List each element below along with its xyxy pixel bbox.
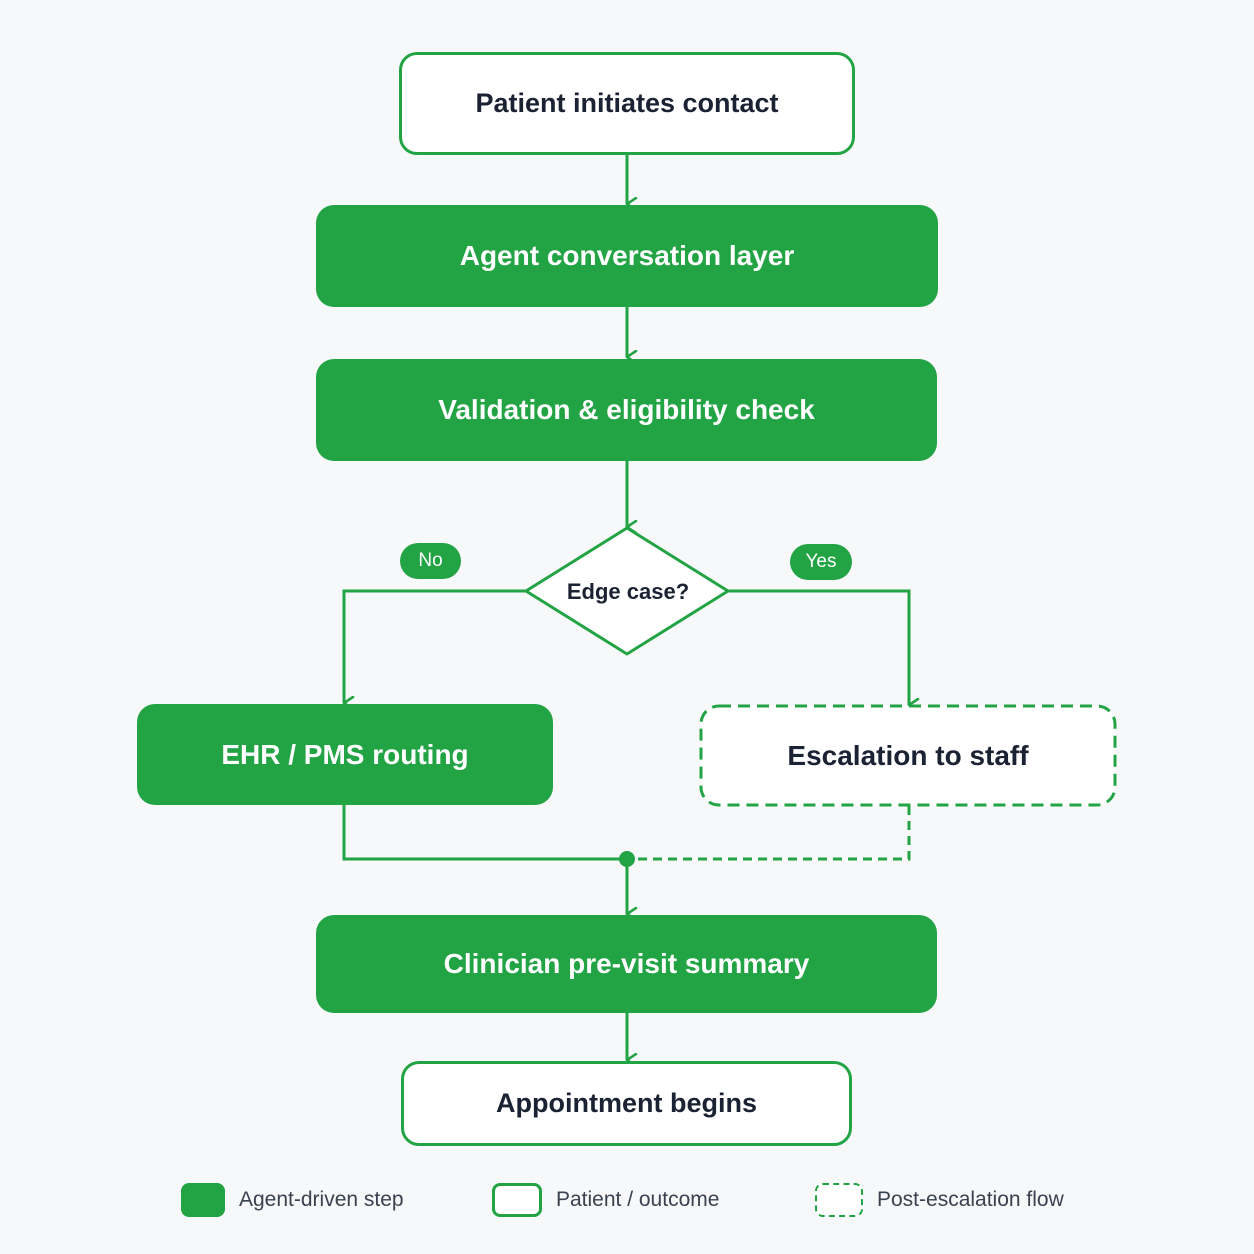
legend-agent-step: Agent-driven step <box>181 1180 404 1220</box>
line-ehr-to-merge <box>342 805 627 861</box>
decision-label: Edge case? <box>566 579 690 604</box>
branch-label-yes: Yes <box>790 544 852 580</box>
legend-post-escalation-label: Post-escalation flow <box>877 1188 1064 1211</box>
line-escalation-to-merge <box>627 806 911 861</box>
appointment-node: Appointment begins <box>401 1061 852 1146</box>
ehr-routing-label: EHR / PMS routing <box>221 738 469 770</box>
patient-contact-node: Patient initiates contact <box>399 52 855 155</box>
legend-patient-outcome-label: Patient / outcome <box>556 1188 720 1211</box>
legend-post-escalation: Post-escalation flow <box>815 1180 1064 1220</box>
branch-label-no: No <box>400 543 461 579</box>
legend-agent-step-label: Agent-driven step <box>239 1188 404 1211</box>
validation-label: Validation & eligibility check <box>438 394 815 425</box>
arrow-yes-branch <box>728 589 909 705</box>
clinician-summary-node: Clinician pre-visit summary <box>316 915 937 1013</box>
clinician-summary-label: Clinician pre-visit summary <box>443 948 810 979</box>
legend-swatch-dashed <box>815 1183 863 1217</box>
arrow-no-branch <box>342 589 526 703</box>
legend-swatch-outline <box>492 1183 542 1217</box>
decision-diamond <box>524 526 730 656</box>
legend-patient-outcome: Patient / outcome <box>492 1180 719 1220</box>
escalation-label: Escalation to staff <box>787 739 1029 771</box>
appointment-label: Appointment begins <box>496 1088 757 1118</box>
patient-contact-label: Patient initiates contact <box>475 88 779 118</box>
escalation-node: Escalation to staff <box>701 706 1115 805</box>
ehr-routing-node: EHR / PMS routing <box>137 704 553 805</box>
escalation-dashed-border <box>699 704 1117 807</box>
agent-conversation-node: Agent conversation layer <box>316 205 938 307</box>
validation-node: Validation & eligibility check <box>316 359 937 461</box>
agent-conversation-label: Agent conversation layer <box>459 240 795 271</box>
legend-swatch-filled <box>181 1183 225 1217</box>
